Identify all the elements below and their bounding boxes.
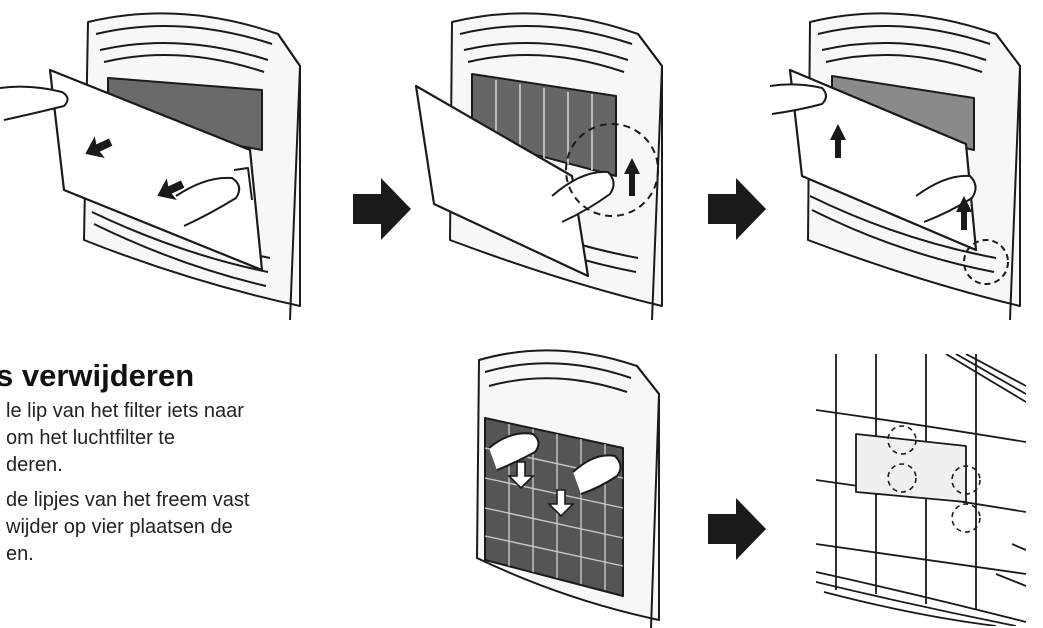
illustration-frame-tabs-closeup: [816, 354, 1026, 626]
step-1-line-1: le lip van het filter iets naar: [6, 400, 244, 422]
arrow-right-icon: [353, 178, 411, 240]
illustration-remove-air-filter: [476, 349, 660, 628]
instruction-step-2: de lipjes van het freem vast wijder op v…: [6, 487, 336, 568]
step-1-line-3: deren.: [6, 454, 63, 476]
illustration-open-front-panel: [0, 12, 301, 320]
step-2-line-2: wijder op vier plaatsen de: [6, 516, 233, 538]
section-heading: s verwijderen: [0, 358, 195, 393]
step-1-line-2: om het luchtfilter te: [6, 427, 175, 449]
arrow-right-icon: [708, 178, 766, 240]
illustration-lift-panel: [770, 12, 1021, 320]
illustration-unhook-panel: [414, 12, 663, 320]
instruction-step-1: le lip van het filter iets naar om het l…: [6, 398, 336, 479]
instruction-steps: le lip van het filter iets naar om het l…: [6, 398, 336, 568]
step-2-line-3: en.: [6, 543, 34, 565]
arrow-right-icon: [708, 498, 766, 560]
step-2-line-1: de lipjes van het freem vast: [6, 489, 250, 511]
